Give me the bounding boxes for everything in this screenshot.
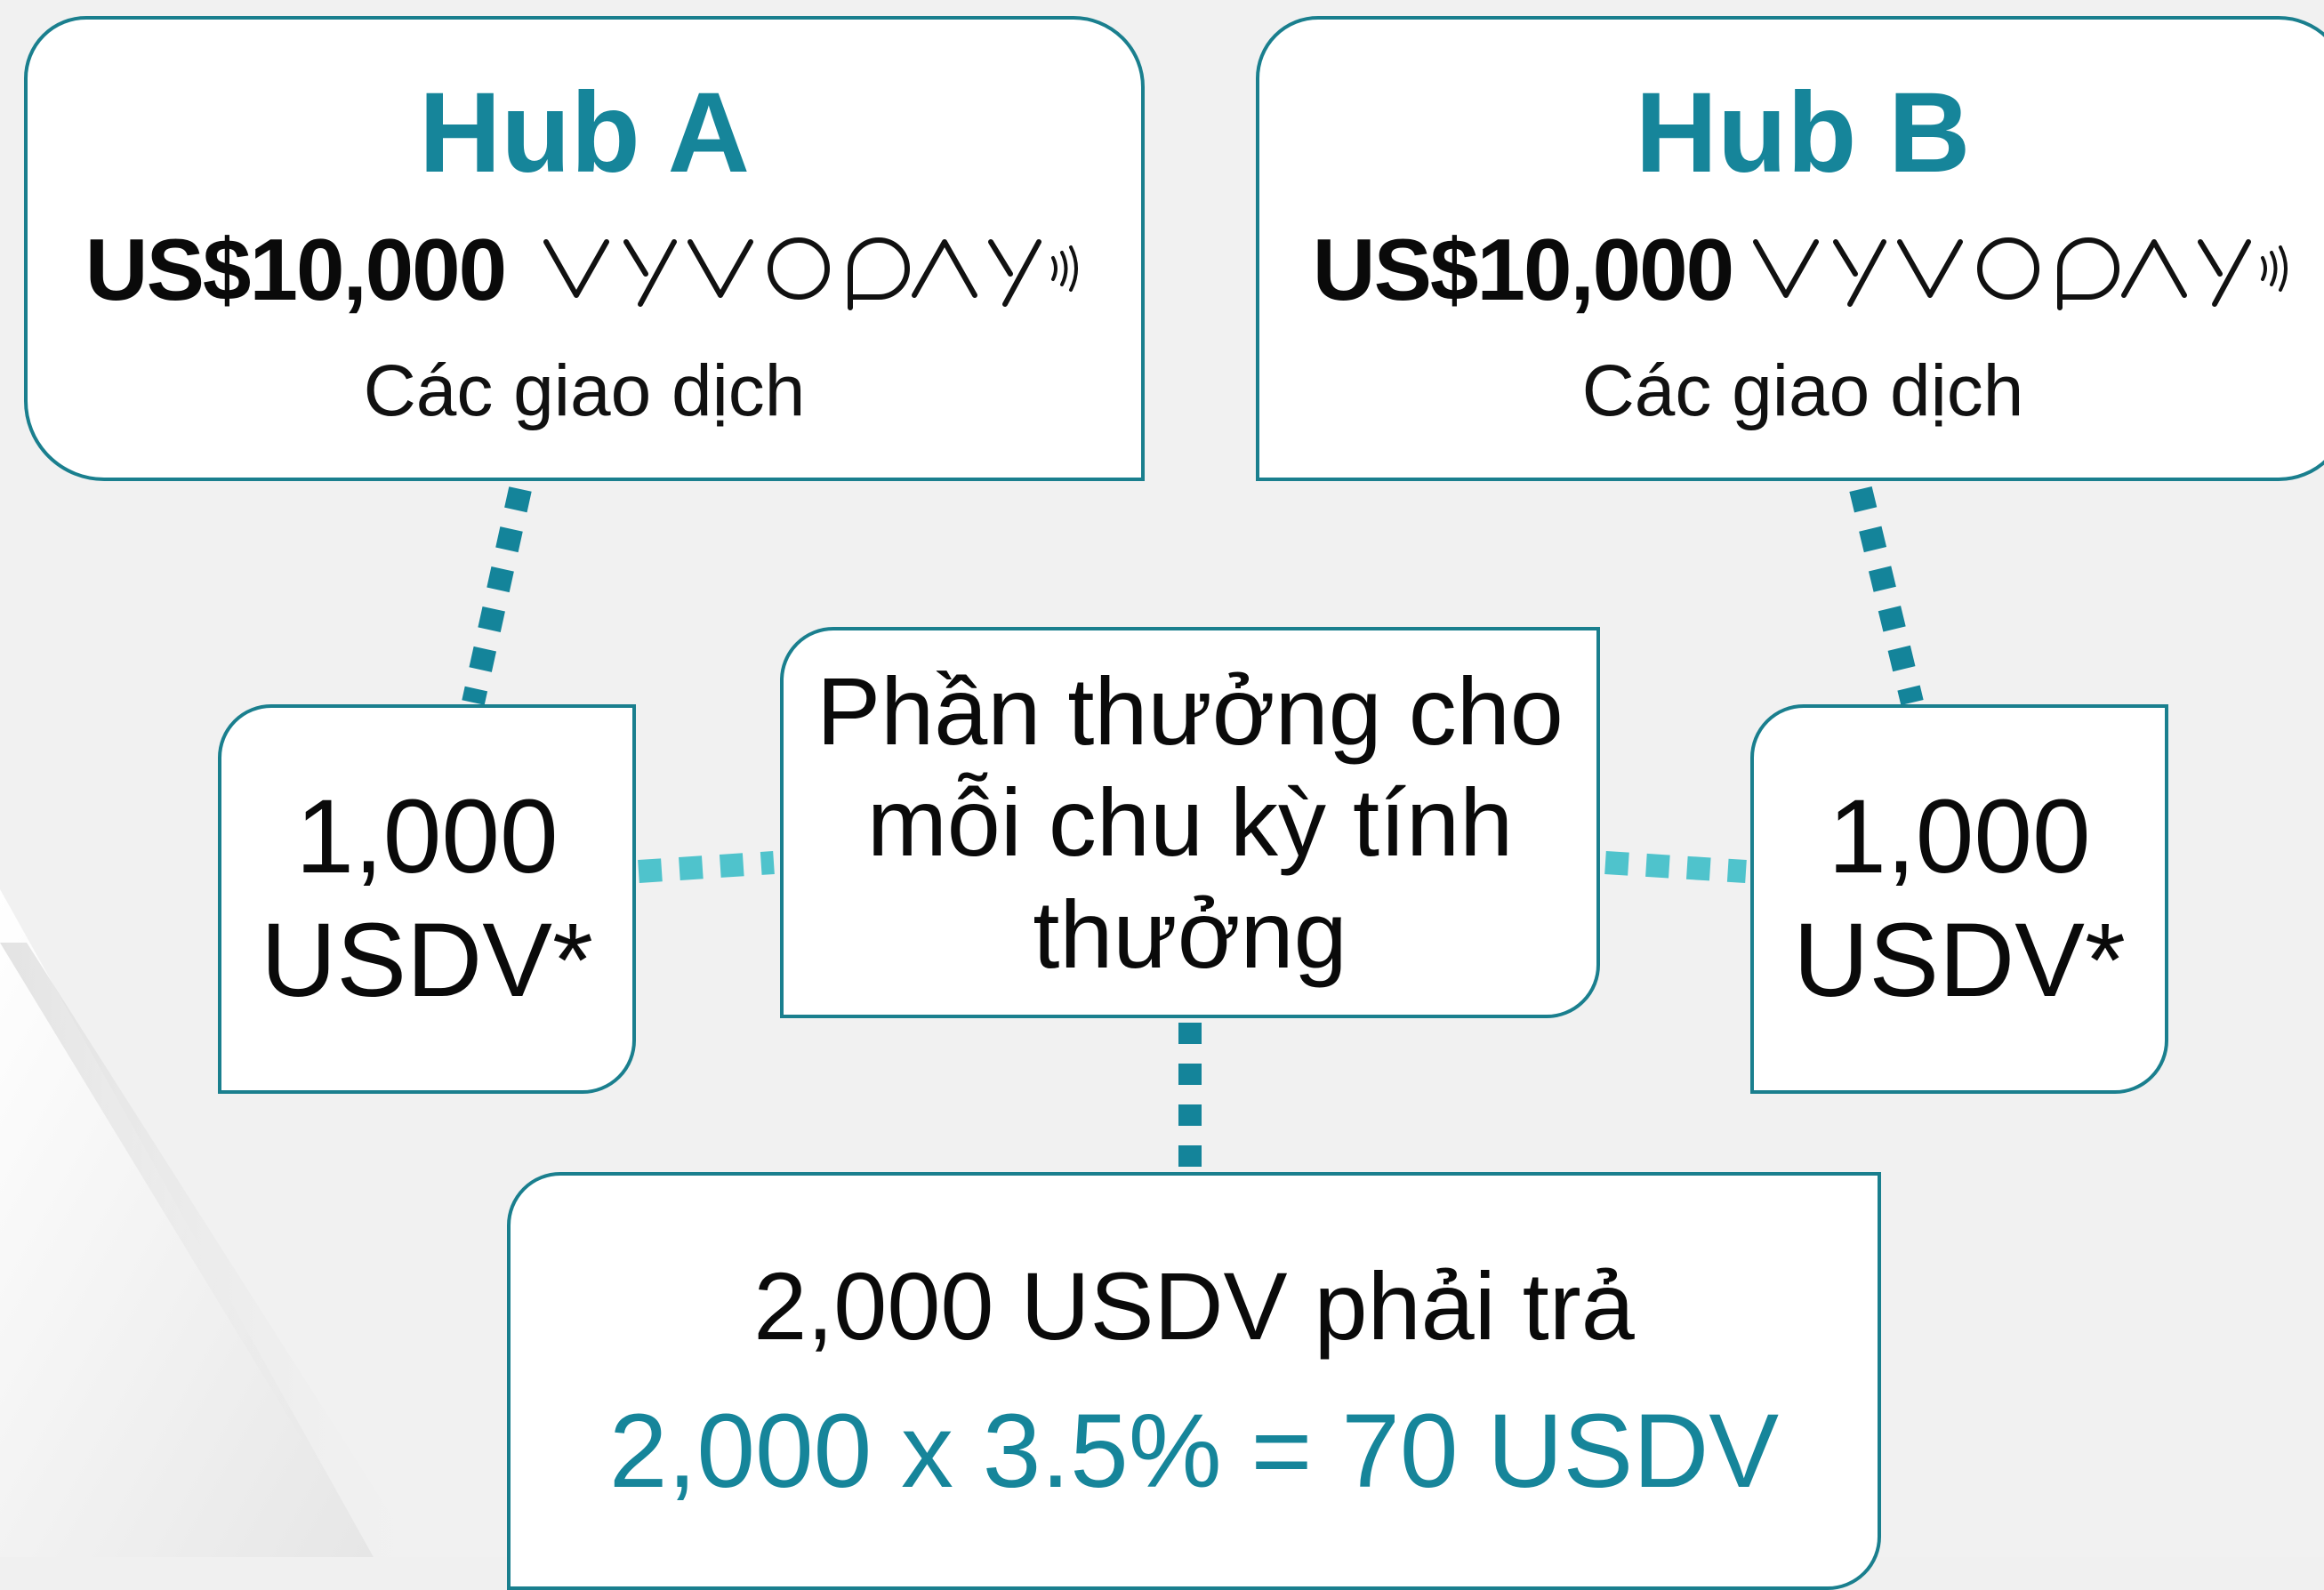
contactless-icon <box>2261 245 2288 292</box>
payout-calculation: 2,000 x 3.5% = 70 USDV <box>608 1393 1780 1510</box>
brand-logo-vyvopay <box>541 222 1083 316</box>
right-reward-box: 1,000 USDV* <box>1750 704 2168 1094</box>
hub-a-amount-row: US$10,000 <box>85 222 1083 316</box>
reward-cycle-line1: Phần thưởng cho <box>816 657 1564 766</box>
connector-left <box>638 851 775 883</box>
connector-hub-b <box>1849 486 1924 706</box>
hub-b-title: Hub B <box>1635 69 1971 197</box>
hub-a-caption: Các giao dịch <box>363 350 806 431</box>
hub-a-card: Hub A US$10,000 Cá <box>24 16 1145 481</box>
vyvopay-logo-icon <box>1753 237 2288 310</box>
connectors <box>462 486 1924 1169</box>
hub-b-caption: Các giao dịch <box>1581 350 2024 431</box>
left-reward-box: 1,000 USDV* <box>218 704 636 1094</box>
connector-right <box>1604 851 1747 883</box>
payout-box: 2,000 USDV phải trả 2,000 x 3.5% = 70 US… <box>507 1172 1881 1590</box>
hub-b-amount: US$10,000 <box>1312 220 1734 318</box>
hub-b-card: Hub B US$10,000 Cá <box>1256 16 2324 481</box>
reward-cycle-line2: mỗi chu kỳ tính <box>866 768 1514 877</box>
reward-cycle-box: Phần thưởng cho mỗi chu kỳ tính thưởng <box>780 627 1600 1018</box>
left-reward-amount: 1,000 <box>295 777 559 895</box>
vyvopay-logo-icon <box>543 237 1079 310</box>
brand-logo-vyvopay <box>1750 222 2293 316</box>
left-reward-unit: USDV* <box>261 902 593 1019</box>
right-reward-amount: 1,000 <box>1828 777 2091 895</box>
hub-a-amount: US$10,000 <box>84 220 507 318</box>
contactless-icon <box>1051 245 1079 292</box>
reward-cycle-line3: thưởng <box>1033 879 1347 988</box>
hub-b-amount-row: US$10,000 <box>1313 222 2293 316</box>
payout-total: 2,000 USDV phải trả <box>753 1252 1635 1360</box>
hub-a-title: Hub A <box>418 69 751 197</box>
connector-hub-a <box>462 486 532 705</box>
right-reward-unit: USDV* <box>1793 902 2126 1019</box>
